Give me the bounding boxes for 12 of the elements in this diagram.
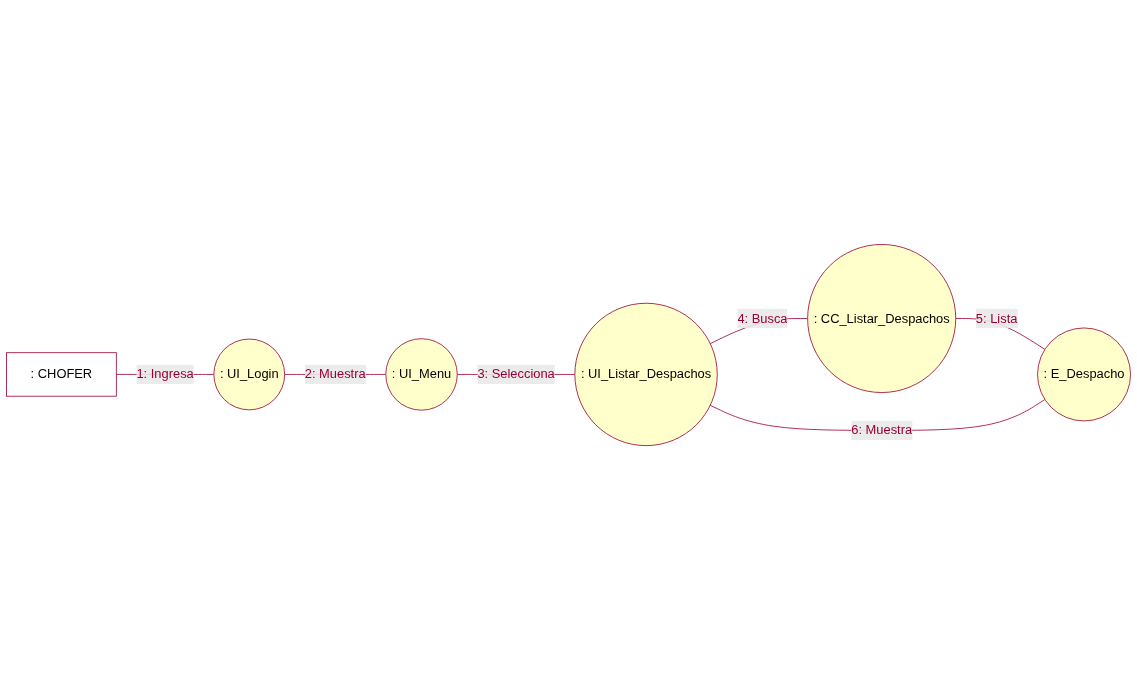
edge-label: 3: Selecciona — [477, 367, 555, 381]
edge-label: 6: Muestra — [851, 423, 913, 437]
edge-label: 2: Muestra — [304, 367, 366, 381]
node-circle: : E_Despacho — [1037, 327, 1131, 422]
node-circle: : CC_Listar_Despachos — [807, 244, 957, 393]
edge-label: 5: Lista — [975, 311, 1018, 325]
node-circle: : UI_Menu — [385, 338, 458, 411]
edge-label: 4: Busca — [737, 311, 788, 325]
edge-label: 1: Ingresa — [136, 367, 194, 381]
node-circle: : UI_Listar_Despachos — [574, 302, 718, 446]
node-circle: : UI_Login — [213, 338, 286, 411]
node-box: : CHOFER — [6, 352, 117, 397]
